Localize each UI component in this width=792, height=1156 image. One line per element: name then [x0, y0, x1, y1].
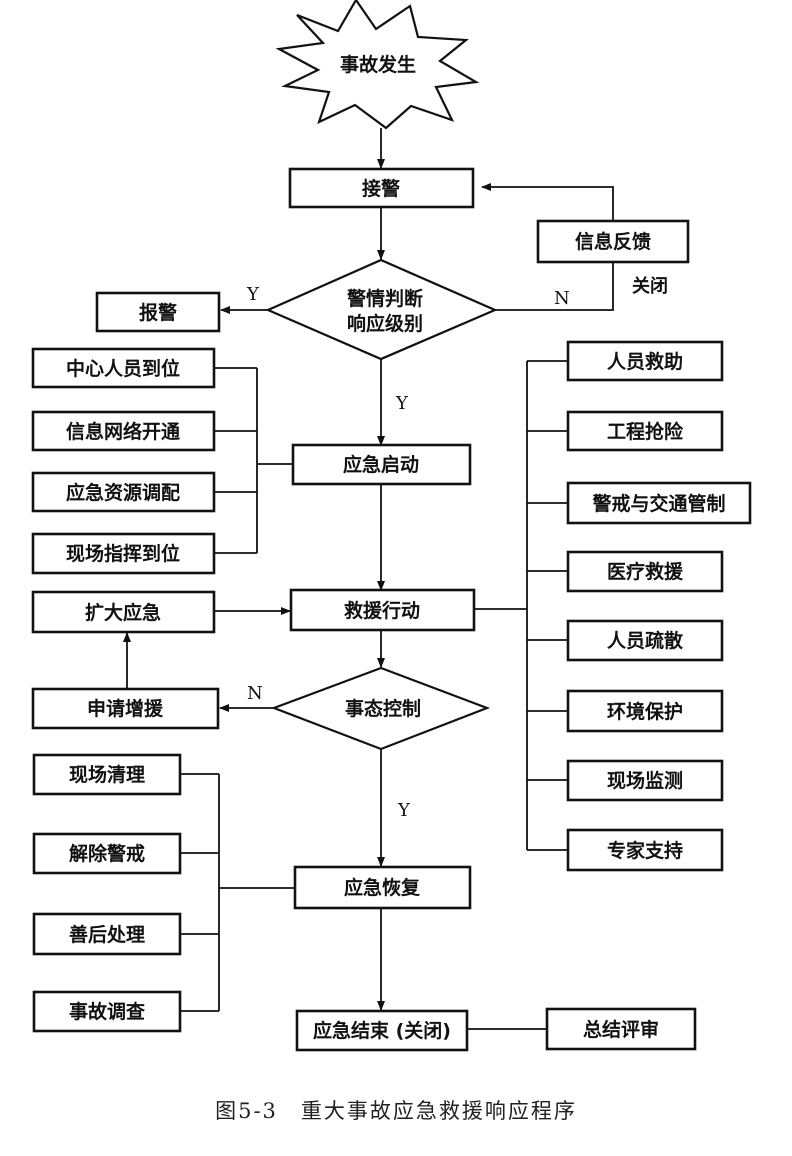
report-alarm-box [95, 291, 221, 333]
info-feedback-box [536, 219, 690, 264]
emergency-recovery-label: 应急恢复 [344, 876, 421, 899]
engineering-rescue-label: 工程抢险 [607, 420, 684, 443]
expand-response-box [31, 590, 216, 634]
edge-feedback-to-receive [481, 183, 614, 221]
info-network-node: 信息网络开通 [31, 410, 216, 452]
emergency-recovery-node: 应急恢复 [293, 865, 472, 910]
aftermath-label: 善后处理 [69, 923, 145, 946]
judge-yes-left-label: Y [246, 284, 260, 305]
emergency-start-label: 应急启动 [343, 453, 419, 476]
site-command-box [31, 532, 216, 575]
control-no-label: N [247, 683, 263, 704]
center-staff-box [31, 347, 216, 389]
judge-label-line1: 警情判断 [347, 287, 423, 310]
receive-alarm-label: 接警 [362, 177, 400, 200]
request-support-box [31, 687, 220, 730]
summary-review-node: 总结评审 [545, 1007, 697, 1051]
site-command-node: 现场指挥到位 [31, 532, 216, 575]
evacuation-label: 人员疏散 [607, 629, 683, 652]
environment-protection-box [566, 689, 724, 733]
medical-aid-node: 医疗救援 [566, 550, 724, 593]
report-alarm-label: 报警 [139, 301, 177, 324]
receive-alarm-node: 接警 [288, 167, 475, 209]
personnel-rescue-label: 人员救助 [607, 350, 683, 373]
request-support-node: 申请增援 [31, 687, 220, 730]
info-network-label: 信息网络开通 [66, 420, 181, 443]
emergency-end-label: 应急结束 (关闭) [313, 1019, 451, 1042]
environment-protection-label: 环境保护 [607, 700, 683, 723]
lift-alert-node: 解除警戒 [32, 832, 182, 875]
site-monitoring-label: 现场监测 [607, 769, 683, 792]
situation-control-node: 事态控制 [270, 666, 491, 751]
close-label: 关闭 [632, 275, 668, 297]
expand-response-node: 扩大应急 [31, 590, 216, 634]
judge-no-label: N [554, 288, 570, 309]
personnel-rescue-node: 人员救助 [566, 340, 724, 382]
site-monitoring-node: 现场监测 [566, 759, 724, 802]
site-cleanup-label: 现场清理 [69, 763, 145, 786]
aftermath-box [32, 912, 182, 956]
medical-aid-label: 医疗救援 [607, 560, 684, 583]
accident-investigation-label: 事故调查 [69, 1000, 146, 1023]
accident-investigation-box [32, 990, 182, 1033]
environment-protection-node: 环境保护 [566, 689, 724, 733]
center-staff-label: 中心人员到位 [66, 357, 180, 380]
judge-diamond [265, 258, 498, 361]
info-feedback-node: 信息反馈 [536, 219, 690, 264]
emergency-start-node: 应急启动 [291, 443, 472, 486]
emergency-start-box [291, 443, 472, 486]
engineering-rescue-box [566, 410, 724, 452]
situation-control-diamond [270, 666, 491, 751]
control-yes-label: Y [397, 800, 411, 821]
accident-investigation-node: 事故调查 [32, 990, 182, 1033]
request-support-label: 申请增援 [87, 697, 164, 720]
info-feedback-label: 信息反馈 [575, 230, 651, 253]
rescue-action-node: 救援行动 [289, 588, 476, 632]
evacuation-box [566, 619, 724, 662]
expert-support-box [566, 828, 724, 872]
report-alarm-node: 报警 [95, 291, 221, 333]
alert-traffic-label: 警戒与交通管制 [592, 492, 725, 515]
aftermath-node: 善后处理 [32, 912, 182, 956]
summary-review-box [545, 1007, 697, 1051]
summary-review-label: 总结评审 [583, 1018, 659, 1041]
resource-dispatch-label: 应急资源调配 [66, 481, 180, 504]
start-label: 事故发生 [340, 53, 416, 76]
judge-label-line2: 响应级别 [347, 312, 423, 335]
lift-alert-label: 解除警戒 [69, 842, 145, 865]
alert-traffic-node: 警戒与交通管制 [566, 481, 752, 525]
judge-yes-down-label: Y [395, 393, 409, 414]
emergency-recovery-box [293, 865, 472, 910]
site-command-label: 现场指挥到位 [66, 542, 180, 565]
resource-dispatch-box [31, 471, 216, 513]
judge-node: 警情判断 响应级别 [265, 258, 498, 361]
resource-dispatch-node: 应急资源调配 [31, 471, 216, 513]
emergency-end-node: 应急结束 (关闭) [295, 1009, 469, 1052]
edge-judge-no-to-feedback [495, 262, 614, 311]
figure-caption: 图5-3 重大事故应急救援响应程序 [215, 1099, 577, 1123]
expert-support-node: 专家支持 [566, 828, 724, 872]
connectors [123, 128, 614, 1030]
center-staff-node: 中心人员到位 [31, 347, 216, 389]
evacuation-node: 人员疏散 [566, 619, 724, 662]
medical-aid-box [566, 550, 724, 593]
situation-control-label: 事态控制 [345, 697, 421, 720]
info-network-box [31, 410, 216, 452]
emergency-end-box [295, 1009, 469, 1052]
start-node: 事故发生 [275, 0, 480, 130]
site-monitoring-box [566, 759, 724, 802]
expert-support-label: 专家支持 [607, 839, 683, 862]
lift-alert-box [32, 832, 182, 875]
receive-alarm-box [288, 167, 475, 209]
start-burst-shape [275, 0, 480, 130]
personnel-rescue-box [566, 340, 724, 382]
site-cleanup-node: 现场清理 [32, 753, 182, 796]
rescue-action-box [289, 588, 476, 632]
flowchart: 事故发生 接警 信息反馈 警情判断 响应级别 报警 中心人员到位 信息网络开通 … [31, 0, 752, 1052]
engineering-rescue-node: 工程抢险 [566, 410, 724, 452]
expand-response-label: 扩大应急 [85, 601, 161, 624]
rescue-action-label: 救援行动 [344, 599, 420, 622]
alert-traffic-box [566, 481, 752, 525]
site-cleanup-box [32, 753, 182, 796]
